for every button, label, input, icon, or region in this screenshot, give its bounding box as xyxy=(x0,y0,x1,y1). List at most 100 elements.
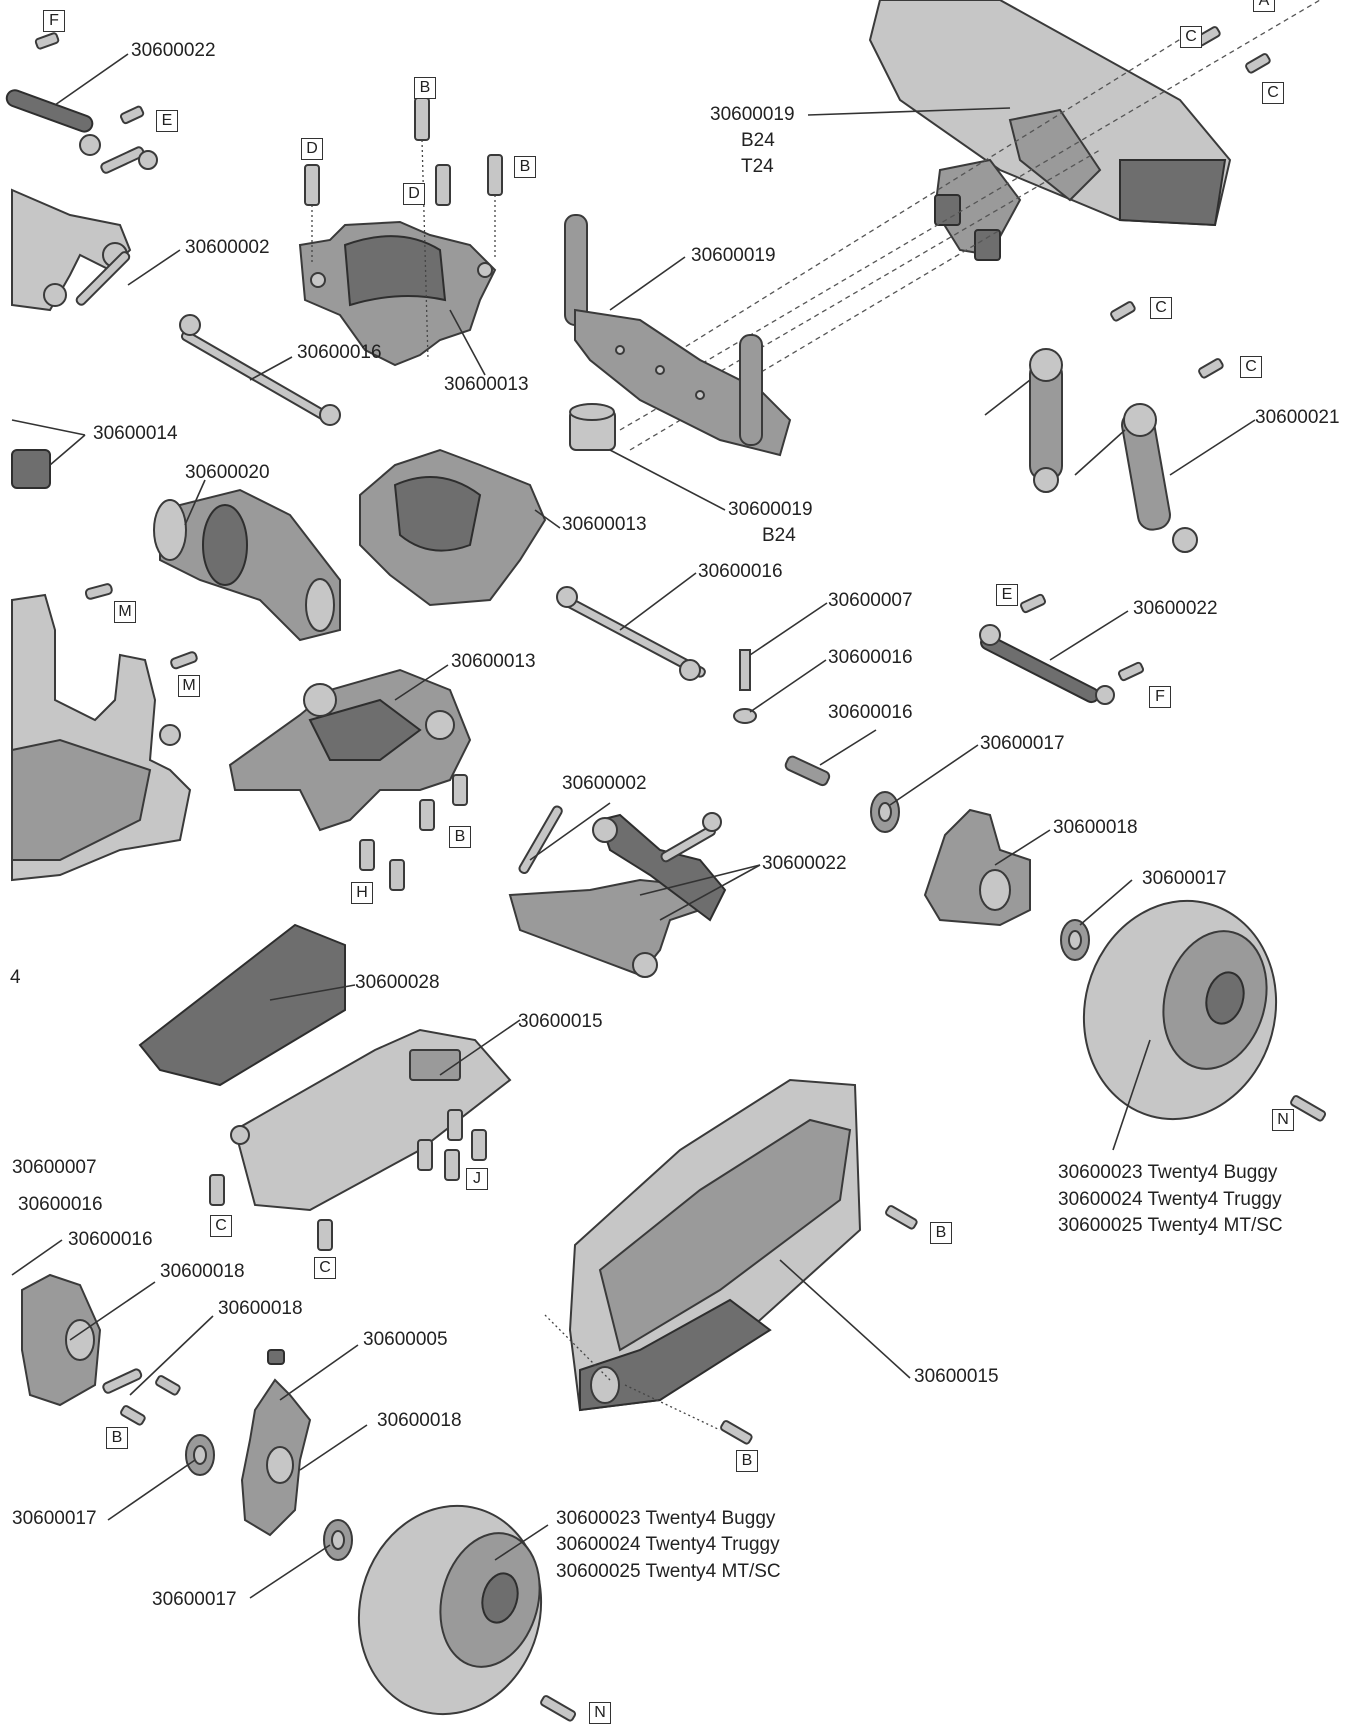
front-arm-part xyxy=(228,668,472,832)
label-30600007-mid: 30600007 xyxy=(828,590,913,611)
hinge-pin-top xyxy=(75,251,131,306)
label-30600017-mid2: 30600017 xyxy=(1142,868,1227,889)
label-30600019-wing-b24: B24 xyxy=(741,130,775,151)
leader-lines xyxy=(11,53,1256,1599)
hardware-b-mid: B xyxy=(449,826,471,848)
hardware-a-wing: A xyxy=(1253,0,1275,12)
label-30600013-top: 30600013 xyxy=(444,374,529,395)
label-wheel-right-truggy: 30600024 Twenty4 Truggy xyxy=(1058,1189,1282,1210)
hardware-e-top: E xyxy=(156,110,178,132)
label-30600016-mid2: 30600016 xyxy=(828,647,913,668)
hardware-b-left: B xyxy=(106,1427,128,1449)
hardware-b-top2: B xyxy=(514,156,536,178)
wing-mount-part xyxy=(564,214,792,457)
bearing-mid2-part xyxy=(1060,919,1090,961)
label-30600002-top: 30600002 xyxy=(185,237,270,258)
label-30600028: 30600028 xyxy=(355,972,440,993)
bearing-low-part xyxy=(323,1519,353,1561)
hardware-b-batt1: B xyxy=(930,1222,952,1244)
label-30600021: 30600021 xyxy=(1255,407,1340,428)
label-wheel-left-truggy: 30600024 Twenty4 Truggy xyxy=(556,1534,780,1555)
hardware-n-right: N xyxy=(1272,1109,1294,1131)
wing-post-part xyxy=(569,403,616,451)
hardware-c-low1: C xyxy=(210,1215,232,1237)
label-30600017-mid: 30600017 xyxy=(980,733,1065,754)
label-30600020: 30600020 xyxy=(185,462,270,483)
shock-screws xyxy=(1110,301,1224,379)
label-30600022-top: 30600022 xyxy=(131,40,216,61)
screws-plate xyxy=(209,1109,487,1251)
shock-left-part xyxy=(984,348,1063,493)
label-30600014: 30600014 xyxy=(93,423,178,444)
label-30600016-top: 30600016 xyxy=(297,342,382,363)
label-30600017-left: 30600017 xyxy=(12,1508,97,1529)
hardware-m-2: M xyxy=(178,675,200,697)
hardware-d-top1: D xyxy=(301,138,323,160)
shock-right-part xyxy=(1074,403,1198,553)
label-30600007-left: 30600007 xyxy=(12,1157,97,1178)
label-wheel-left-buggy: 30600023 Twenty4 Buggy xyxy=(556,1508,776,1529)
link-mid-part xyxy=(979,593,1144,705)
label-wheel-right-mtsc: 30600025 Twenty4 MT/SC xyxy=(1058,1215,1283,1236)
bearing-mid-part xyxy=(870,791,900,833)
dogbone-top xyxy=(179,314,341,426)
hardware-e-mid: E xyxy=(996,584,1018,606)
gearbox-top-part xyxy=(298,220,497,367)
label-30600015-top: 30600015 xyxy=(518,1011,603,1032)
hardware-j-mid: J xyxy=(466,1168,488,1190)
chassis-left-part xyxy=(11,583,198,882)
small-parts-mid xyxy=(733,649,831,787)
hardware-m-1: M xyxy=(114,601,136,623)
hardware-d-top2: D xyxy=(403,183,425,205)
label-30600018-left: 30600018 xyxy=(160,1261,245,1282)
label-edge-4: 4 xyxy=(10,967,21,988)
hardware-h-mid: H xyxy=(351,882,373,904)
battery-box-part xyxy=(544,1078,862,1431)
label-30600022-mid: 30600022 xyxy=(1133,598,1218,619)
hardware-c-wing1: C xyxy=(1180,26,1202,48)
hardware-b-top1: B xyxy=(414,77,436,99)
hardware-n-low: N xyxy=(589,1702,611,1724)
wheel-right-part xyxy=(1082,899,1327,1122)
left-edge-part xyxy=(11,449,51,489)
bearing-left-part xyxy=(185,1434,215,1476)
label-wheel-right-buggy: 30600023 Twenty4 Buggy xyxy=(1058,1162,1278,1183)
label-30600019-wing: 30600019 xyxy=(710,104,795,125)
label-30600019-mount: 30600019 xyxy=(691,245,776,266)
label-30600016-left: 30600016 xyxy=(18,1194,103,1215)
plate-30600028-part xyxy=(138,923,346,1087)
label-30600016-left2: 30600016 xyxy=(68,1229,153,1250)
label-30600002-low: 30600002 xyxy=(562,773,647,794)
label-30600016-mid3: 30600016 xyxy=(828,702,913,723)
hardware-b-batt2: B xyxy=(736,1450,758,1472)
top-link-part xyxy=(5,32,158,174)
hub-low-part xyxy=(240,1349,312,1537)
label-30600017-low: 30600017 xyxy=(152,1589,237,1610)
battery-screws xyxy=(720,1205,918,1445)
hardware-c-low2: C xyxy=(314,1257,336,1279)
hub-left-part xyxy=(21,1273,181,1426)
label-30600013-mid: 30600013 xyxy=(562,514,647,535)
hardware-c-shock1: C xyxy=(1150,297,1172,319)
dogbone-mid xyxy=(556,586,706,681)
hardware-c-shock2: C xyxy=(1240,356,1262,378)
label-wheel-left-mtsc: 30600025 Twenty4 MT/SC xyxy=(556,1561,781,1582)
label-30600005: 30600005 xyxy=(363,1329,448,1350)
rear-wing-part xyxy=(868,0,1232,261)
differential-part xyxy=(153,488,341,642)
label-30600019-post-b24: B24 xyxy=(762,525,796,546)
gearbox-bottom-part xyxy=(359,448,547,607)
label-30600013-low: 30600013 xyxy=(451,651,536,672)
screws-mid xyxy=(359,774,468,891)
label-30600018-left2: 30600018 xyxy=(218,1298,303,1319)
top-arm-part xyxy=(11,188,132,312)
label-30600022-low: 30600022 xyxy=(762,853,847,874)
wheel-left-part xyxy=(357,1504,577,1722)
hardware-c-wing2: C xyxy=(1262,82,1284,104)
hardware-f-mid: F xyxy=(1149,686,1171,708)
hardware-f-top: F xyxy=(43,10,65,32)
label-30600015-low: 30600015 xyxy=(914,1366,999,1387)
label-30600018-low: 30600018 xyxy=(377,1410,462,1431)
screws-top-center xyxy=(304,97,503,361)
